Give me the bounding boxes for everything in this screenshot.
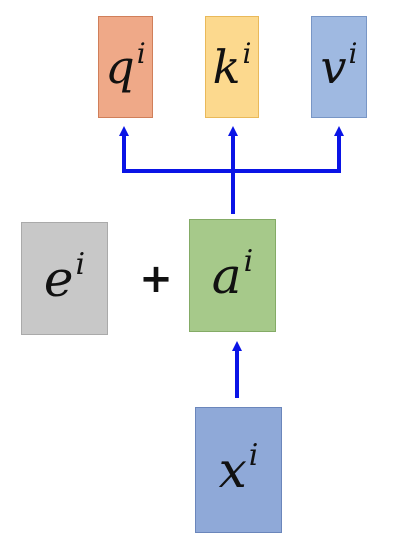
embedding-node: ai [189, 219, 276, 332]
query-superscript: i [136, 37, 146, 70]
positional-encoding-base: e [43, 249, 74, 308]
value-symbol: vi [321, 40, 358, 91]
plus-operator: + [139, 256, 173, 302]
query-node: qi [98, 16, 153, 118]
value-superscript: i [348, 37, 358, 70]
input-node: xi [195, 407, 282, 533]
embedding-superscript: i [243, 243, 254, 279]
query-symbol: qi [105, 40, 145, 91]
positional-encoding-symbol: ei [44, 249, 85, 304]
key-node: ki [205, 16, 259, 118]
value-base: v [320, 40, 347, 94]
embedding-symbol: ai [212, 246, 253, 301]
input-superscript: i [248, 438, 259, 473]
key-base: k [212, 40, 241, 94]
positional-encoding-node: ei [21, 222, 108, 335]
embedding-base: a [211, 246, 242, 305]
value-node: vi [311, 16, 367, 118]
key-symbol: ki [213, 40, 252, 91]
positional-encoding-superscript: i [75, 246, 86, 282]
key-superscript: i [242, 37, 252, 70]
query-base: q [105, 40, 135, 94]
input-base: x [218, 441, 247, 499]
input-symbol: xi [219, 441, 259, 496]
